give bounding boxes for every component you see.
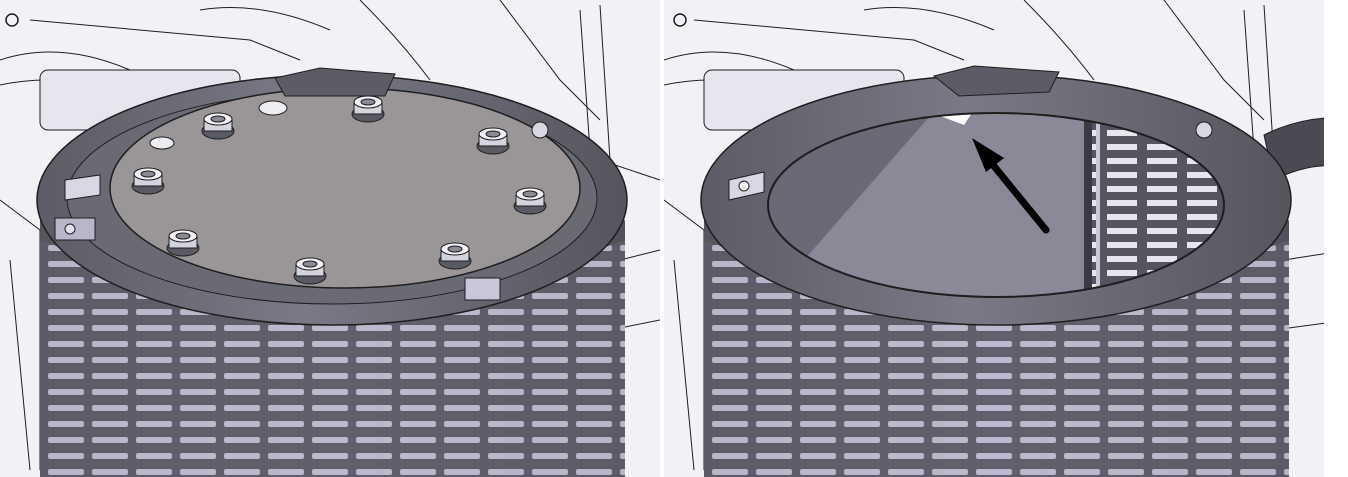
pointer-arrow (972, 138, 1050, 234)
panel-divider (660, 0, 664, 477)
rim-tab (274, 67, 396, 97)
bolt-hole (5, 13, 19, 27)
left-clip (54, 174, 101, 241)
nut (438, 242, 472, 270)
nut (131, 167, 165, 195)
basket-interior (768, 113, 1224, 297)
bolt-hole (673, 13, 687, 27)
plate-hole (258, 100, 288, 116)
panel-right-open-basket (664, 0, 1324, 477)
left-cad-view (0, 0, 660, 477)
panel-left-closed-basket (0, 0, 660, 477)
right-clip (464, 121, 549, 301)
nut (293, 257, 327, 285)
cover-plate (109, 87, 581, 289)
nut (166, 229, 200, 257)
right-keyhole (1195, 121, 1213, 139)
left-clip (728, 171, 765, 201)
basket-opening-edge (767, 112, 1225, 298)
nut (201, 112, 235, 140)
nut (513, 187, 547, 215)
nut (476, 127, 510, 155)
nut-group (131, 95, 547, 285)
rim-tab (932, 65, 1060, 97)
right-cad-view (664, 0, 1324, 477)
nut (351, 95, 385, 123)
plate-hole (149, 136, 175, 150)
